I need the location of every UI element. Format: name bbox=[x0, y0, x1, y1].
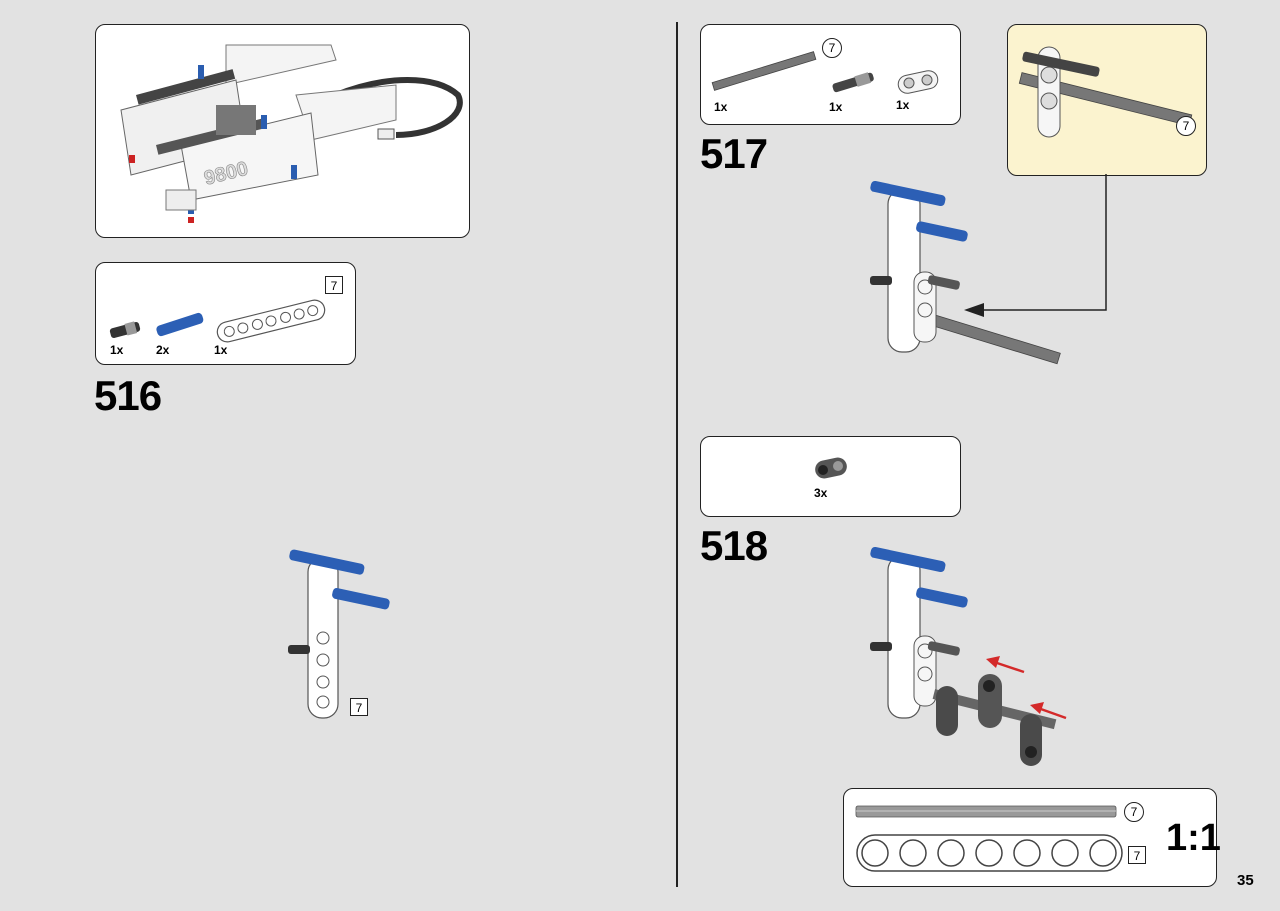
step-518-parts-box: 3x bbox=[700, 436, 961, 517]
step-517-part-2-qty: 1x bbox=[829, 100, 843, 114]
callout-connector-arrow bbox=[964, 174, 1107, 317]
step-516-part-2-qty: 2x bbox=[156, 343, 170, 357]
step-516-model-image bbox=[288, 549, 390, 719]
step-518-part-1-qty: 3x bbox=[814, 486, 828, 500]
beam-ruler-icon bbox=[856, 834, 1123, 872]
step-517-callout-box: 7 bbox=[1007, 24, 1207, 176]
step-516-parts-box: 1x 2x 1x 7 bbox=[95, 262, 356, 365]
page-divider bbox=[676, 22, 678, 887]
step-517-parts-box: 1x 1x 1x 7 bbox=[700, 24, 961, 125]
callout-subassembly-image bbox=[1018, 46, 1193, 138]
axle-pin-icon bbox=[832, 72, 874, 93]
step-517-parts-length-label: 7 bbox=[822, 38, 842, 58]
cross-block-dark-icon bbox=[815, 457, 847, 479]
subassembly-preview-box: 9800 bbox=[95, 24, 470, 238]
step-516-model-length-label: 7 bbox=[350, 698, 368, 716]
step-517-part-3-qty: 1x bbox=[896, 98, 910, 112]
scale-label: 1:1 bbox=[1166, 817, 1221, 859]
step-517-part-1-qty: 1x bbox=[714, 100, 728, 114]
step-517-number: 517 bbox=[700, 130, 768, 177]
step-516-part-1-qty: 1x bbox=[110, 343, 124, 357]
scale-beam-length-label: 7 bbox=[1128, 846, 1146, 864]
scale-axle-length-label: 7 bbox=[1124, 802, 1144, 822]
step-518-model-image bbox=[870, 546, 1067, 766]
scale-ruler-box: 7 7 1:1 bbox=[843, 788, 1221, 887]
step-518-number: 518 bbox=[700, 522, 768, 569]
black-axle-pin-icon bbox=[109, 321, 141, 339]
blue-pin-icon bbox=[156, 312, 204, 337]
step-517-model-image bbox=[870, 180, 1061, 365]
page-number: 35 bbox=[1237, 872, 1254, 889]
axle-ruler-icon bbox=[855, 805, 1117, 818]
step-516-part-3-qty: 1x bbox=[214, 343, 228, 357]
white-beam-7-icon bbox=[216, 299, 326, 343]
cross-block-icon bbox=[897, 70, 939, 94]
subassembly-model-image: 9800 bbox=[120, 44, 463, 223]
step-517-callout-length-label: 7 bbox=[1176, 116, 1196, 136]
step-516-parts-length-label: 7 bbox=[325, 276, 343, 294]
axle-7-icon bbox=[711, 51, 817, 91]
step-516-number: 516 bbox=[94, 372, 162, 419]
